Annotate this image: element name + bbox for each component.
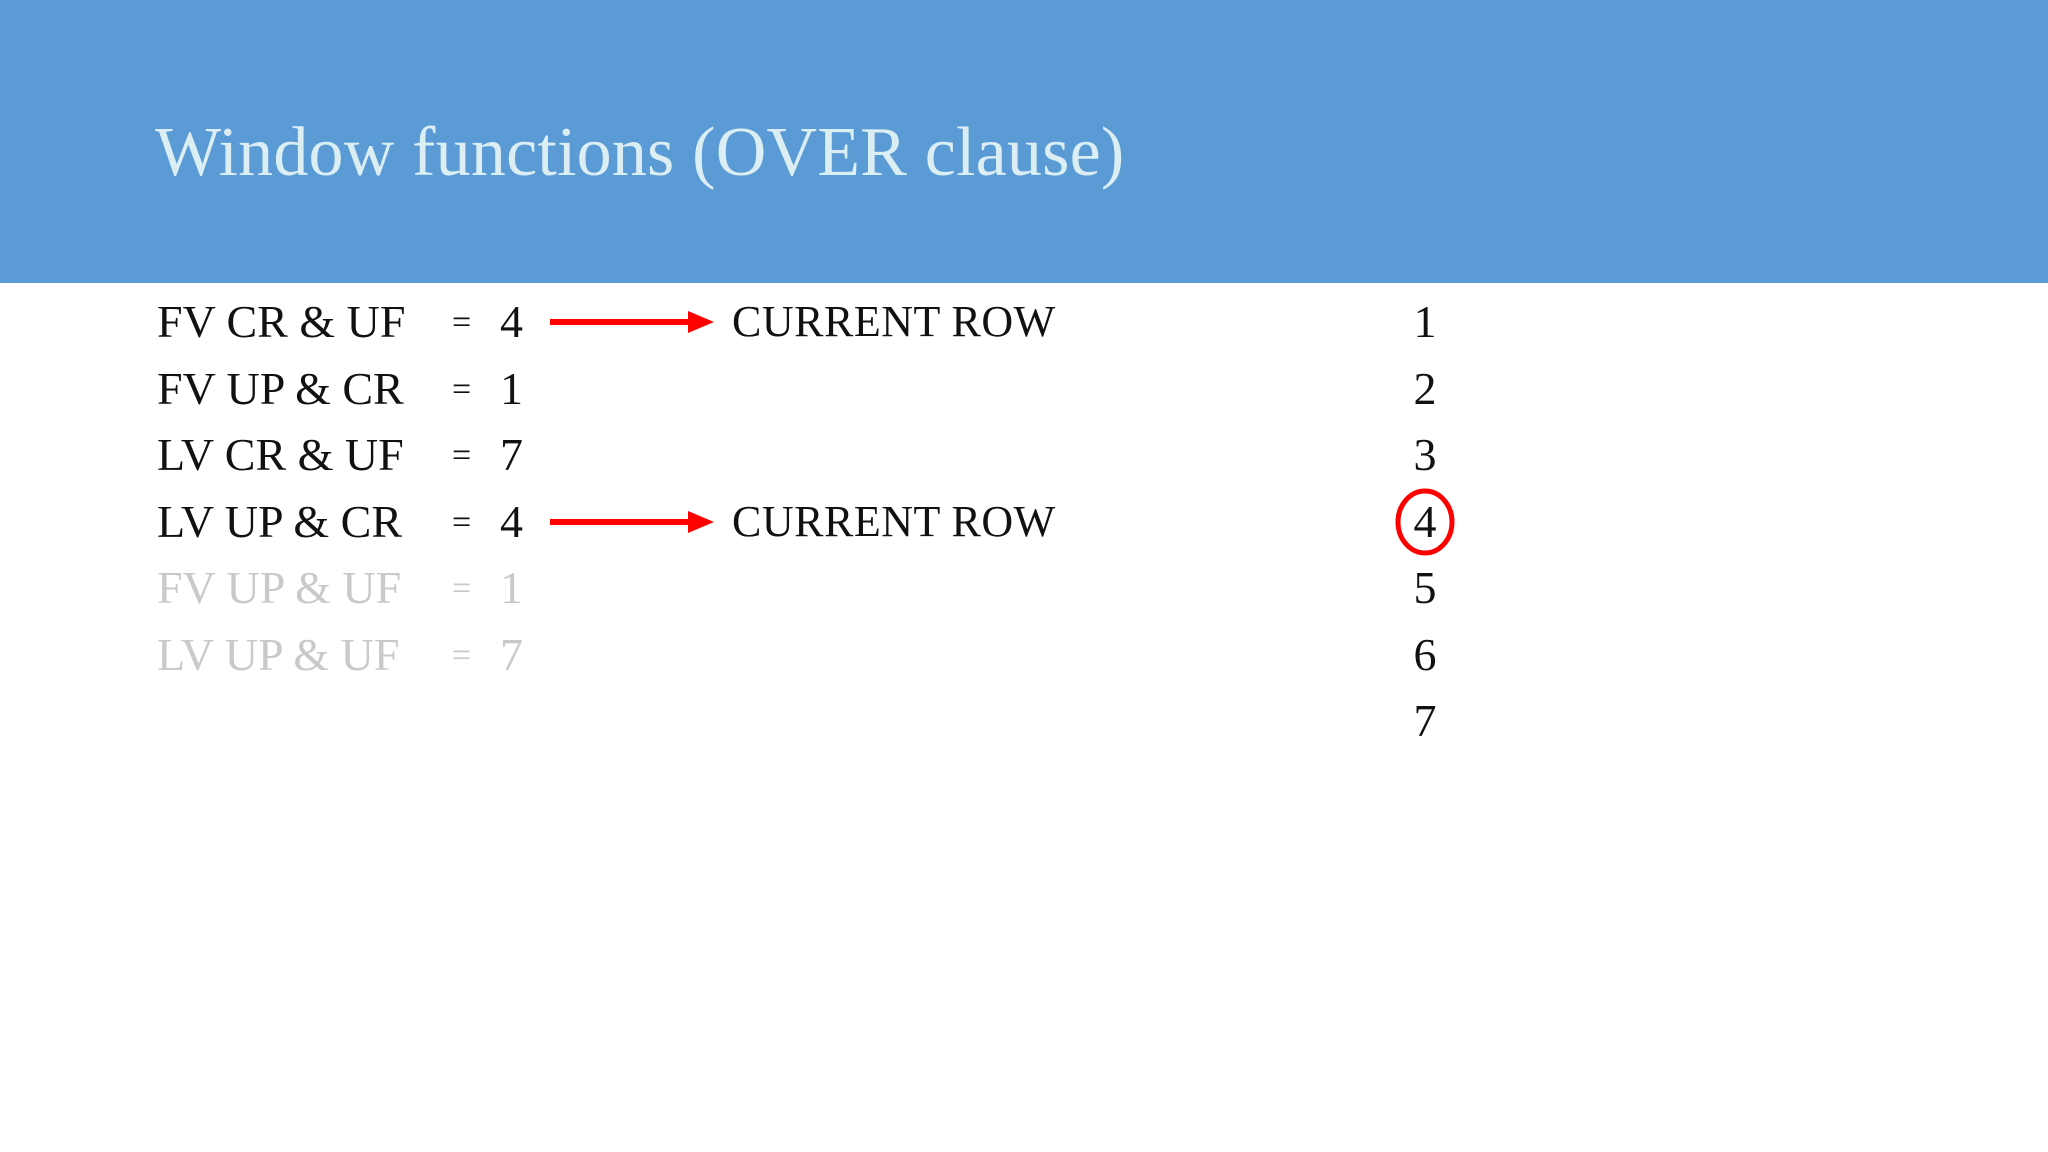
row-number-label: 7 <box>1413 695 1437 746</box>
row-number-label: 1 <box>1413 296 1437 347</box>
frame-row: FV CR & UF = 4 CURRENT ROW <box>0 292 2048 352</box>
row-number: 6 <box>1370 625 1480 685</box>
row-number: 1 <box>1370 292 1480 352</box>
frame-value: 1 <box>500 362 523 414</box>
right-arrow-icon <box>550 510 714 533</box>
frame-note: CURRENT ROW <box>732 496 1056 546</box>
frame-row: LV CR & UF = 7 <box>0 425 2048 485</box>
row-number: 3 <box>1370 425 1480 485</box>
frame-value: 4 <box>500 495 523 547</box>
frame-label: FV UP & CR <box>157 362 404 414</box>
frame-equals-sign: = <box>452 570 472 607</box>
frame-row: FV UP & CR = 1 <box>0 359 2048 419</box>
frame-equals-sign: = <box>452 503 472 541</box>
frame-row: LV UP & UF = 7 <box>0 625 2048 685</box>
frame-label: LV UP & CR <box>157 495 403 547</box>
frame-value: 7 <box>500 429 523 480</box>
row-number-label: 6 <box>1413 628 1437 680</box>
frame-value: 7 <box>500 628 523 680</box>
frame-equals-sign: = <box>452 636 472 674</box>
row-number-label: 3 <box>1413 429 1437 480</box>
frame-label: FV UP & UF <box>157 562 402 613</box>
row-number: 5 <box>1370 558 1480 618</box>
frame-value: 1 <box>500 562 523 613</box>
row-number: 4 <box>1370 488 1480 555</box>
page-title: Window functions (OVER clause) <box>155 114 1125 191</box>
frame-equals-sign: = <box>452 304 472 341</box>
frame-label: LV UP & UF <box>157 628 400 680</box>
frame-equals-sign: = <box>452 370 472 408</box>
frame-row: LV UP & CR = 4 CURRENT ROW <box>0 492 2048 552</box>
right-arrow-icon <box>550 311 714 333</box>
row-number: 2 <box>1370 359 1480 419</box>
frame-label: LV CR & UF <box>157 429 404 480</box>
frame-value: 4 <box>500 296 523 347</box>
frame-row: FV UP & UF = 1 <box>0 558 2048 618</box>
row-number: 7 <box>1370 691 1480 751</box>
row-number-column: 1 2 3 4 5 6 7 <box>1370 283 1480 1152</box>
title-banner: Window functions (OVER clause) <box>0 0 2048 283</box>
frame-label: FV CR & UF <box>157 296 406 347</box>
frame-note: CURRENT ROW <box>732 297 1056 346</box>
row-number-label: 4 <box>1413 495 1437 547</box>
row-number-label: 5 <box>1413 562 1437 613</box>
frame-equals-sign: = <box>452 437 472 474</box>
row-number-label: 2 <box>1413 362 1437 414</box>
